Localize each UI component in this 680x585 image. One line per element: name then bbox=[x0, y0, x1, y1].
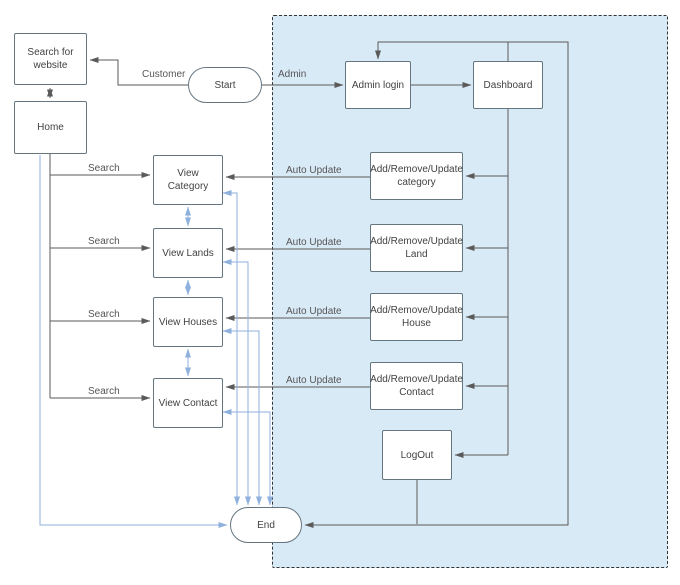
node-dashboard: Dashboard bbox=[473, 61, 543, 109]
node-label: LogOut bbox=[400, 449, 434, 461]
node-view-category: View Category bbox=[153, 155, 223, 205]
node-view-contact: View Contact bbox=[153, 378, 223, 428]
node-crud-house: Add/Remove/Update House bbox=[370, 293, 463, 341]
node-label: View Houses bbox=[158, 316, 218, 328]
node-start: Start bbox=[188, 67, 262, 103]
node-logout: LogOut bbox=[382, 430, 452, 480]
node-view-lands: View Lands bbox=[153, 228, 223, 278]
node-label: Add/Remove/Update bbox=[370, 374, 463, 385]
node-end: End bbox=[230, 507, 302, 543]
node-label: Add/Remove/Update bbox=[370, 236, 463, 247]
edge-dashboard-to-end bbox=[304, 41, 569, 528]
node-label: View Lands bbox=[162, 247, 214, 259]
node-home: Home bbox=[14, 101, 87, 154]
node-crud-contact: Add/Remove/Update Contact bbox=[370, 362, 463, 410]
node-label: Search for bbox=[27, 47, 74, 58]
edge-label-search-contact: Search bbox=[88, 386, 120, 397]
node-label: Land bbox=[405, 249, 428, 260]
edge-label-auto-update-contact: Auto Update bbox=[286, 375, 342, 386]
node-label: View bbox=[177, 168, 199, 179]
edge-label-auto-update-house: Auto Update bbox=[286, 306, 342, 317]
edge-view-category-to-end bbox=[222, 190, 240, 506]
node-label: Add/Remove/Update bbox=[370, 164, 463, 175]
edge-view-houses-to-end bbox=[222, 328, 262, 506]
node-label: Contact bbox=[399, 387, 434, 398]
node-label: House bbox=[402, 318, 431, 329]
node-label: Admin login bbox=[351, 79, 405, 91]
node-label: category bbox=[397, 177, 436, 188]
node-crud-land: Add/Remove/Update Land bbox=[370, 224, 463, 272]
edge-label-search-category: Search bbox=[88, 163, 120, 174]
node-label: Start bbox=[214, 79, 236, 91]
edge-label-customer: Customer bbox=[142, 69, 186, 80]
edge-view-lands-to-end bbox=[222, 259, 251, 506]
edge-start-to-search-website bbox=[89, 57, 188, 86]
node-label: Category bbox=[167, 181, 209, 192]
edge-label-search-houses: Search bbox=[88, 309, 120, 320]
edge-label-auto-update-category: Auto Update bbox=[286, 165, 342, 176]
edge-home-to-end bbox=[39, 155, 228, 528]
node-label: View Contact bbox=[158, 397, 218, 409]
node-label: website bbox=[33, 60, 68, 71]
node-label: Dashboard bbox=[483, 79, 533, 91]
node-crud-category: Add/Remove/Update category bbox=[370, 152, 463, 200]
edge-label-auto-update-land: Auto Update bbox=[286, 237, 342, 248]
node-view-houses: View Houses bbox=[153, 297, 223, 347]
node-admin-login: Admin login bbox=[345, 61, 411, 109]
edge-view-contact-to-end bbox=[222, 409, 273, 506]
node-label: Add/Remove/Update bbox=[370, 305, 463, 316]
node-label: End bbox=[257, 519, 275, 531]
edge-label-search-lands: Search bbox=[88, 236, 120, 247]
node-label: Home bbox=[37, 122, 64, 133]
admin-panel-boundary bbox=[272, 15, 668, 568]
edge-label-admin: Admin bbox=[278, 69, 307, 80]
node-search-for-website: Search for website bbox=[14, 33, 87, 85]
edge-dashboard-loop-to-admin-login bbox=[375, 41, 509, 61]
